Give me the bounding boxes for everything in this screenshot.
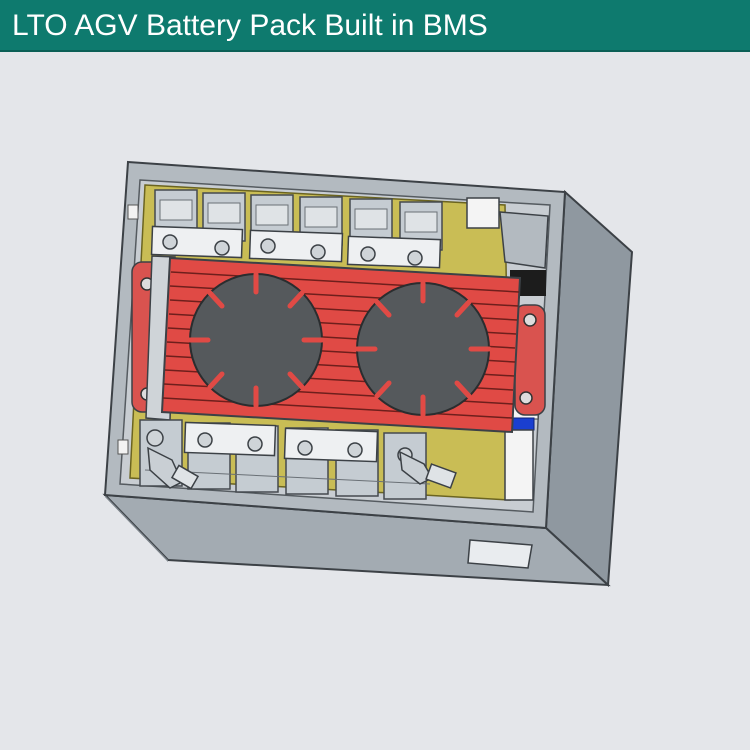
battery-pack-illustration: [0, 52, 750, 750]
cooling-fans: [187, 271, 492, 418]
battery-pack-icon: [102, 160, 634, 588]
page-title: LTO AGV Battery Pack Built in BMS: [12, 9, 488, 42]
terminal-lugs: [147, 446, 457, 490]
title-banner: LTO AGV Battery Pack Built in BMS: [0, 0, 750, 52]
busbars-top: [150, 225, 442, 269]
cell-row-bottom: [139, 419, 431, 500]
